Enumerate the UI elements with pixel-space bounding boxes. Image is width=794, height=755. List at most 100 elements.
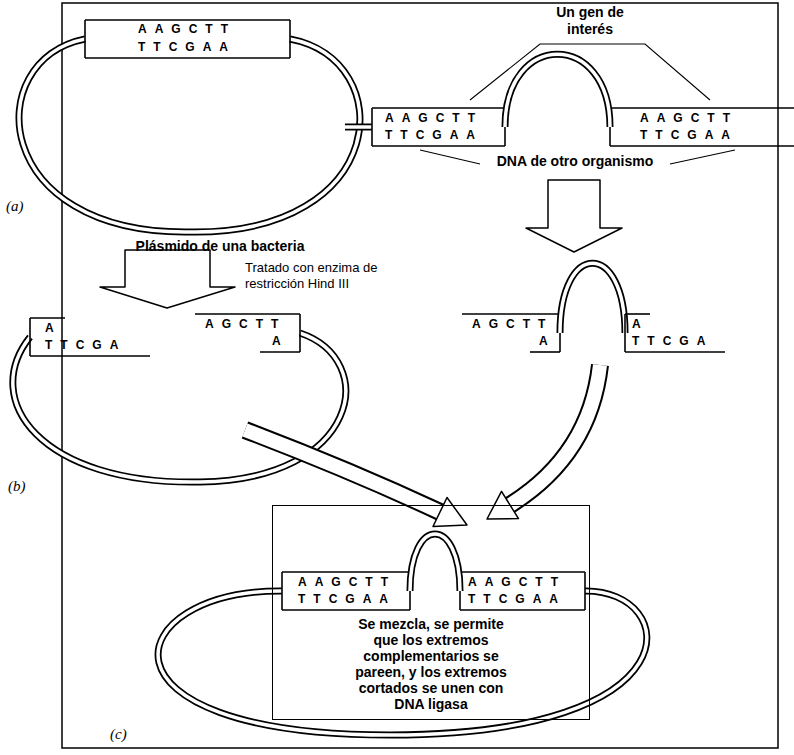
process-box: Se mezcla, se permite que los extremos c… — [272, 505, 590, 720]
hollow-arrow — [100, 250, 235, 308]
base-sequence: TTCGAA — [468, 592, 578, 607]
base-sequence-text: AAGCTT — [468, 575, 566, 589]
panel-letter-text: (c) — [110, 726, 127, 742]
base-sequence-text: TTCGAA — [298, 592, 396, 606]
gene-loop — [410, 534, 460, 591]
base-sequence: TTCGAA — [640, 128, 750, 143]
gene-loop — [410, 534, 460, 591]
bracket-line — [420, 150, 480, 164]
dna-rail — [282, 571, 410, 573]
gene-loop — [505, 54, 610, 127]
plasmid-strand — [13, 333, 346, 482]
base-sequence-text: TTCGAA — [640, 128, 738, 142]
base-sequence: A — [539, 334, 559, 349]
curved-arrow — [510, 365, 600, 505]
dna-helix — [345, 125, 372, 129]
gene-loop — [560, 263, 625, 333]
base-sequence-text: A — [45, 321, 62, 335]
base-sequence: AAGCTT — [385, 111, 495, 126]
dna-rail — [530, 351, 560, 353]
base-sequence-text: AGCTT — [205, 317, 286, 331]
plasmid-strand — [158, 591, 647, 735]
base-sequence-text: AAGCTT — [385, 111, 483, 125]
curved-arrow — [510, 365, 600, 505]
dna-rail — [260, 351, 300, 353]
base-sequence-text: AAGCTT — [138, 22, 236, 36]
dna-cap — [29, 318, 31, 356]
base-sequence: AAGCTT — [640, 111, 750, 126]
dna-rail — [30, 317, 65, 319]
base-sequence: TTCGAA — [298, 592, 408, 607]
dna-rail — [625, 351, 725, 353]
figure-label: DNA de otro organismo — [470, 153, 680, 170]
plasmid-strand — [13, 333, 346, 482]
base-sequence: AGCTT — [205, 317, 300, 332]
curved-arrow — [245, 430, 440, 512]
dna-rail — [460, 609, 585, 611]
base-sequence-text: TTCGAA — [385, 128, 483, 142]
panel-letter: (b) — [8, 478, 38, 495]
base-sequence: TTCGA — [45, 338, 145, 353]
dna-rail — [85, 19, 290, 21]
base-sequence: AAGCTT — [468, 575, 578, 590]
dna-cap — [584, 572, 586, 610]
dna-cap — [371, 108, 373, 146]
gene-loop — [505, 54, 610, 127]
plasmid-strand — [158, 591, 647, 735]
curved-arrow — [245, 430, 440, 512]
dna-rail — [610, 145, 794, 147]
base-sequence-text: AAGCTT — [640, 111, 738, 125]
panel-letter: (c) — [110, 726, 140, 743]
panel-letter: (a) — [6, 198, 36, 215]
base-sequence: TTCGA — [632, 334, 732, 349]
dna-rail — [30, 355, 150, 357]
gene-bracket — [470, 44, 710, 100]
dna-cap — [624, 314, 626, 352]
base-sequence: AAGCTT — [138, 22, 248, 37]
base-sequence: TTCGAA — [385, 128, 495, 143]
bracket-line — [670, 150, 735, 164]
dna-cap — [299, 314, 301, 352]
dna-cap — [289, 20, 291, 58]
base-sequence: A — [632, 317, 652, 332]
dna-rail — [460, 571, 585, 573]
plasmid-strand — [19, 39, 360, 232]
figure-label-text: Un gen de interés — [556, 4, 624, 37]
base-sequence: A — [45, 321, 65, 336]
dna-helix — [345, 124, 372, 131]
dna-rail — [462, 313, 560, 315]
base-sequence-text: A — [632, 317, 649, 331]
panel-letter-text: (b) — [8, 478, 26, 494]
plasmid-strand — [19, 39, 360, 232]
base-sequence-text: A — [272, 334, 289, 348]
dna-cap — [281, 572, 283, 610]
dna-rail — [610, 107, 794, 109]
base-sequence-text: AGCTT — [472, 317, 553, 331]
step-note: Tratado con enzima de restricción Hind I… — [245, 260, 435, 292]
dna-rail — [372, 145, 505, 147]
base-sequence-text: TTCGAA — [468, 592, 566, 606]
base-sequence: A — [272, 334, 292, 349]
panel-letter-text: (a) — [6, 198, 24, 214]
dna-rail — [195, 313, 300, 315]
figure-label: Un gen de interés — [540, 4, 640, 38]
dna-rail — [625, 313, 650, 315]
base-sequence: AGCTT — [472, 317, 567, 332]
dna-rail — [85, 57, 290, 59]
figure-label-text: Plásmido de una bacteria — [136, 238, 305, 254]
box-text: Se mezcla, se permite que los extremos c… — [347, 616, 515, 712]
figure-label-text: DNA de otro organismo — [497, 153, 654, 169]
base-sequence-text: TTCGA — [632, 334, 713, 348]
base-sequence-text: TTCGA — [45, 338, 126, 352]
dna-cap — [84, 20, 86, 58]
base-sequence-text: TTCGAA — [138, 40, 236, 54]
arrow-head — [433, 498, 467, 527]
dna-rail — [372, 107, 505, 109]
base-sequence-text: AAGCTT — [298, 575, 396, 589]
gene-loop — [560, 263, 625, 333]
base-sequence: TTCGAA — [138, 40, 248, 55]
dna-rail — [282, 609, 410, 611]
figure-label: Plásmido de una bacteria — [110, 238, 330, 255]
base-sequence-text: A — [539, 334, 556, 348]
